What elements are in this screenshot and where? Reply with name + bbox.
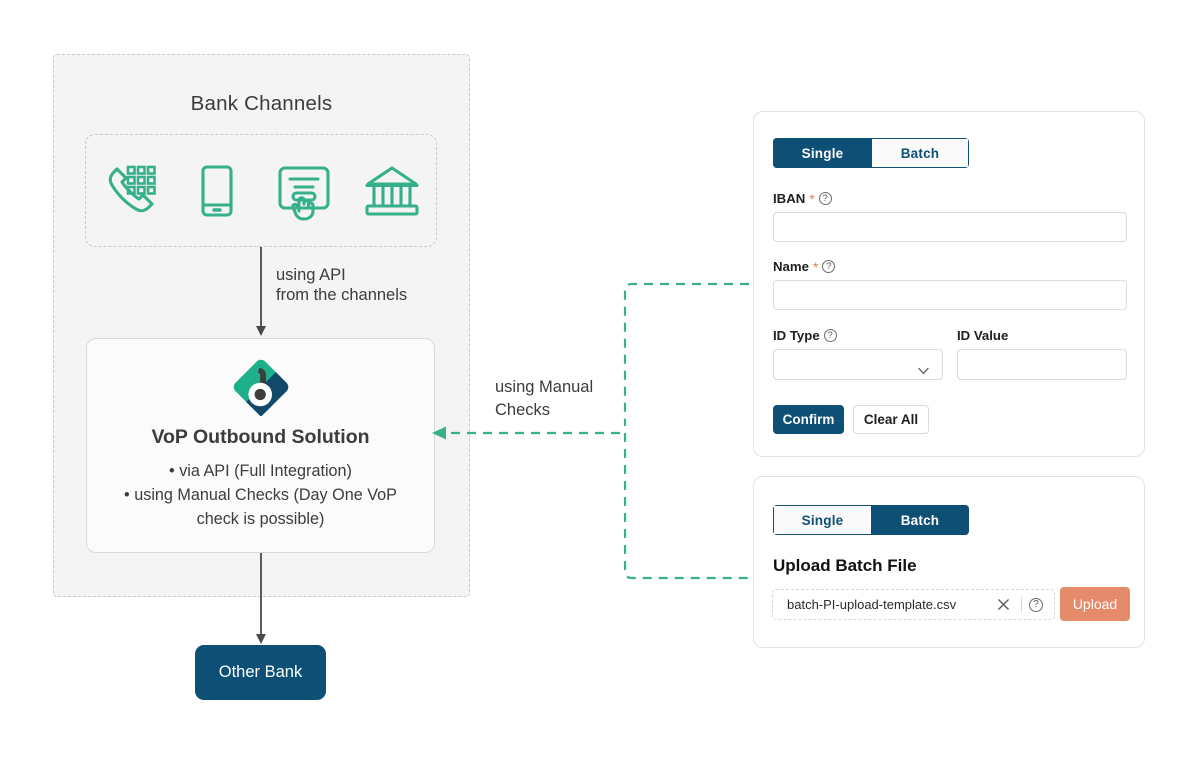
phone-keypad-icon — [99, 160, 161, 222]
clear-all-button[interactable]: Clear All — [853, 405, 929, 434]
close-icon[interactable] — [992, 594, 1014, 616]
api-flow-arrow — [254, 247, 268, 337]
atm-touch-icon — [274, 160, 336, 222]
id-value-input[interactable] — [957, 349, 1127, 380]
selected-file-chip[interactable]: batch-PI-upload-template.csv ? — [772, 589, 1055, 620]
iban-help-icon[interactable]: ? — [818, 192, 832, 205]
chip-divider — [1021, 597, 1022, 612]
single-check-card: Single Batch IBAN * ? Name * ? ID Type ? — [753, 111, 1145, 457]
batch-single-toggle[interactable]: Single Batch — [773, 505, 969, 535]
vop-title: VoP Outbound Solution — [151, 426, 370, 448]
name-label: Name * ? — [773, 258, 836, 275]
confirm-button[interactable]: Confirm — [773, 405, 844, 434]
tab-batch[interactable]: Batch — [871, 505, 969, 535]
name-required-mark: * — [812, 258, 819, 275]
mobile-phone-icon — [186, 160, 248, 222]
vop-bullet-item: using Manual Checks (Day One VoP check i… — [106, 483, 416, 531]
vop-outbound-card: VoP Outbound Solution via API (Full Inte… — [86, 338, 435, 553]
manual-checks-label: using Manual Checks — [495, 378, 594, 419]
other-bank-flow-arrow — [254, 553, 268, 645]
channels-icon-group — [85, 134, 437, 247]
iban-label: IBAN * ? — [773, 191, 832, 206]
bank-building-icon — [361, 160, 423, 222]
tab-single[interactable]: Single — [773, 505, 871, 535]
file-name-text: batch-PI-upload-template.csv — [787, 597, 957, 612]
id-type-select[interactable] — [773, 349, 943, 380]
iban-label-text: IBAN — [773, 191, 806, 206]
id-type-label: ID Type ? — [773, 328, 837, 343]
batch-upload-card: Single Batch Upload Batch File batch-PI-… — [753, 476, 1145, 648]
name-help-icon[interactable]: ? — [822, 260, 836, 273]
upload-batch-file-title: Upload Batch File — [773, 556, 917, 575]
id-value-label: ID Value — [957, 328, 1008, 343]
id-value-label-text: ID Value — [957, 328, 1009, 343]
id-type-label-text: ID Type — [773, 328, 820, 343]
tab-batch[interactable]: Batch — [871, 138, 969, 168]
vop-logo-icon — [232, 358, 290, 417]
chevron-down-icon — [918, 361, 929, 374]
api-flow-label: using API from the channels — [276, 266, 408, 304]
upload-button[interactable]: Upload — [1060, 587, 1130, 621]
vop-bullet-list: via API (Full Integration) using Manual … — [106, 459, 416, 531]
upload-help-icon[interactable]: ? — [1029, 597, 1043, 612]
single-batch-toggle[interactable]: Single Batch — [773, 138, 969, 168]
iban-required-mark: * — [809, 190, 815, 207]
region-title: Bank Channels — [190, 92, 333, 115]
vop-bullet-item: via API (Full Integration) — [106, 459, 416, 483]
name-label-text: Name — [773, 259, 809, 274]
tab-single[interactable]: Single — [773, 138, 871, 168]
other-bank-node: Other Bank — [195, 645, 326, 700]
manual-checks-connector — [420, 270, 765, 590]
id-type-help-icon[interactable]: ? — [823, 329, 837, 342]
iban-input[interactable] — [773, 212, 1127, 242]
name-input[interactable] — [773, 280, 1127, 310]
